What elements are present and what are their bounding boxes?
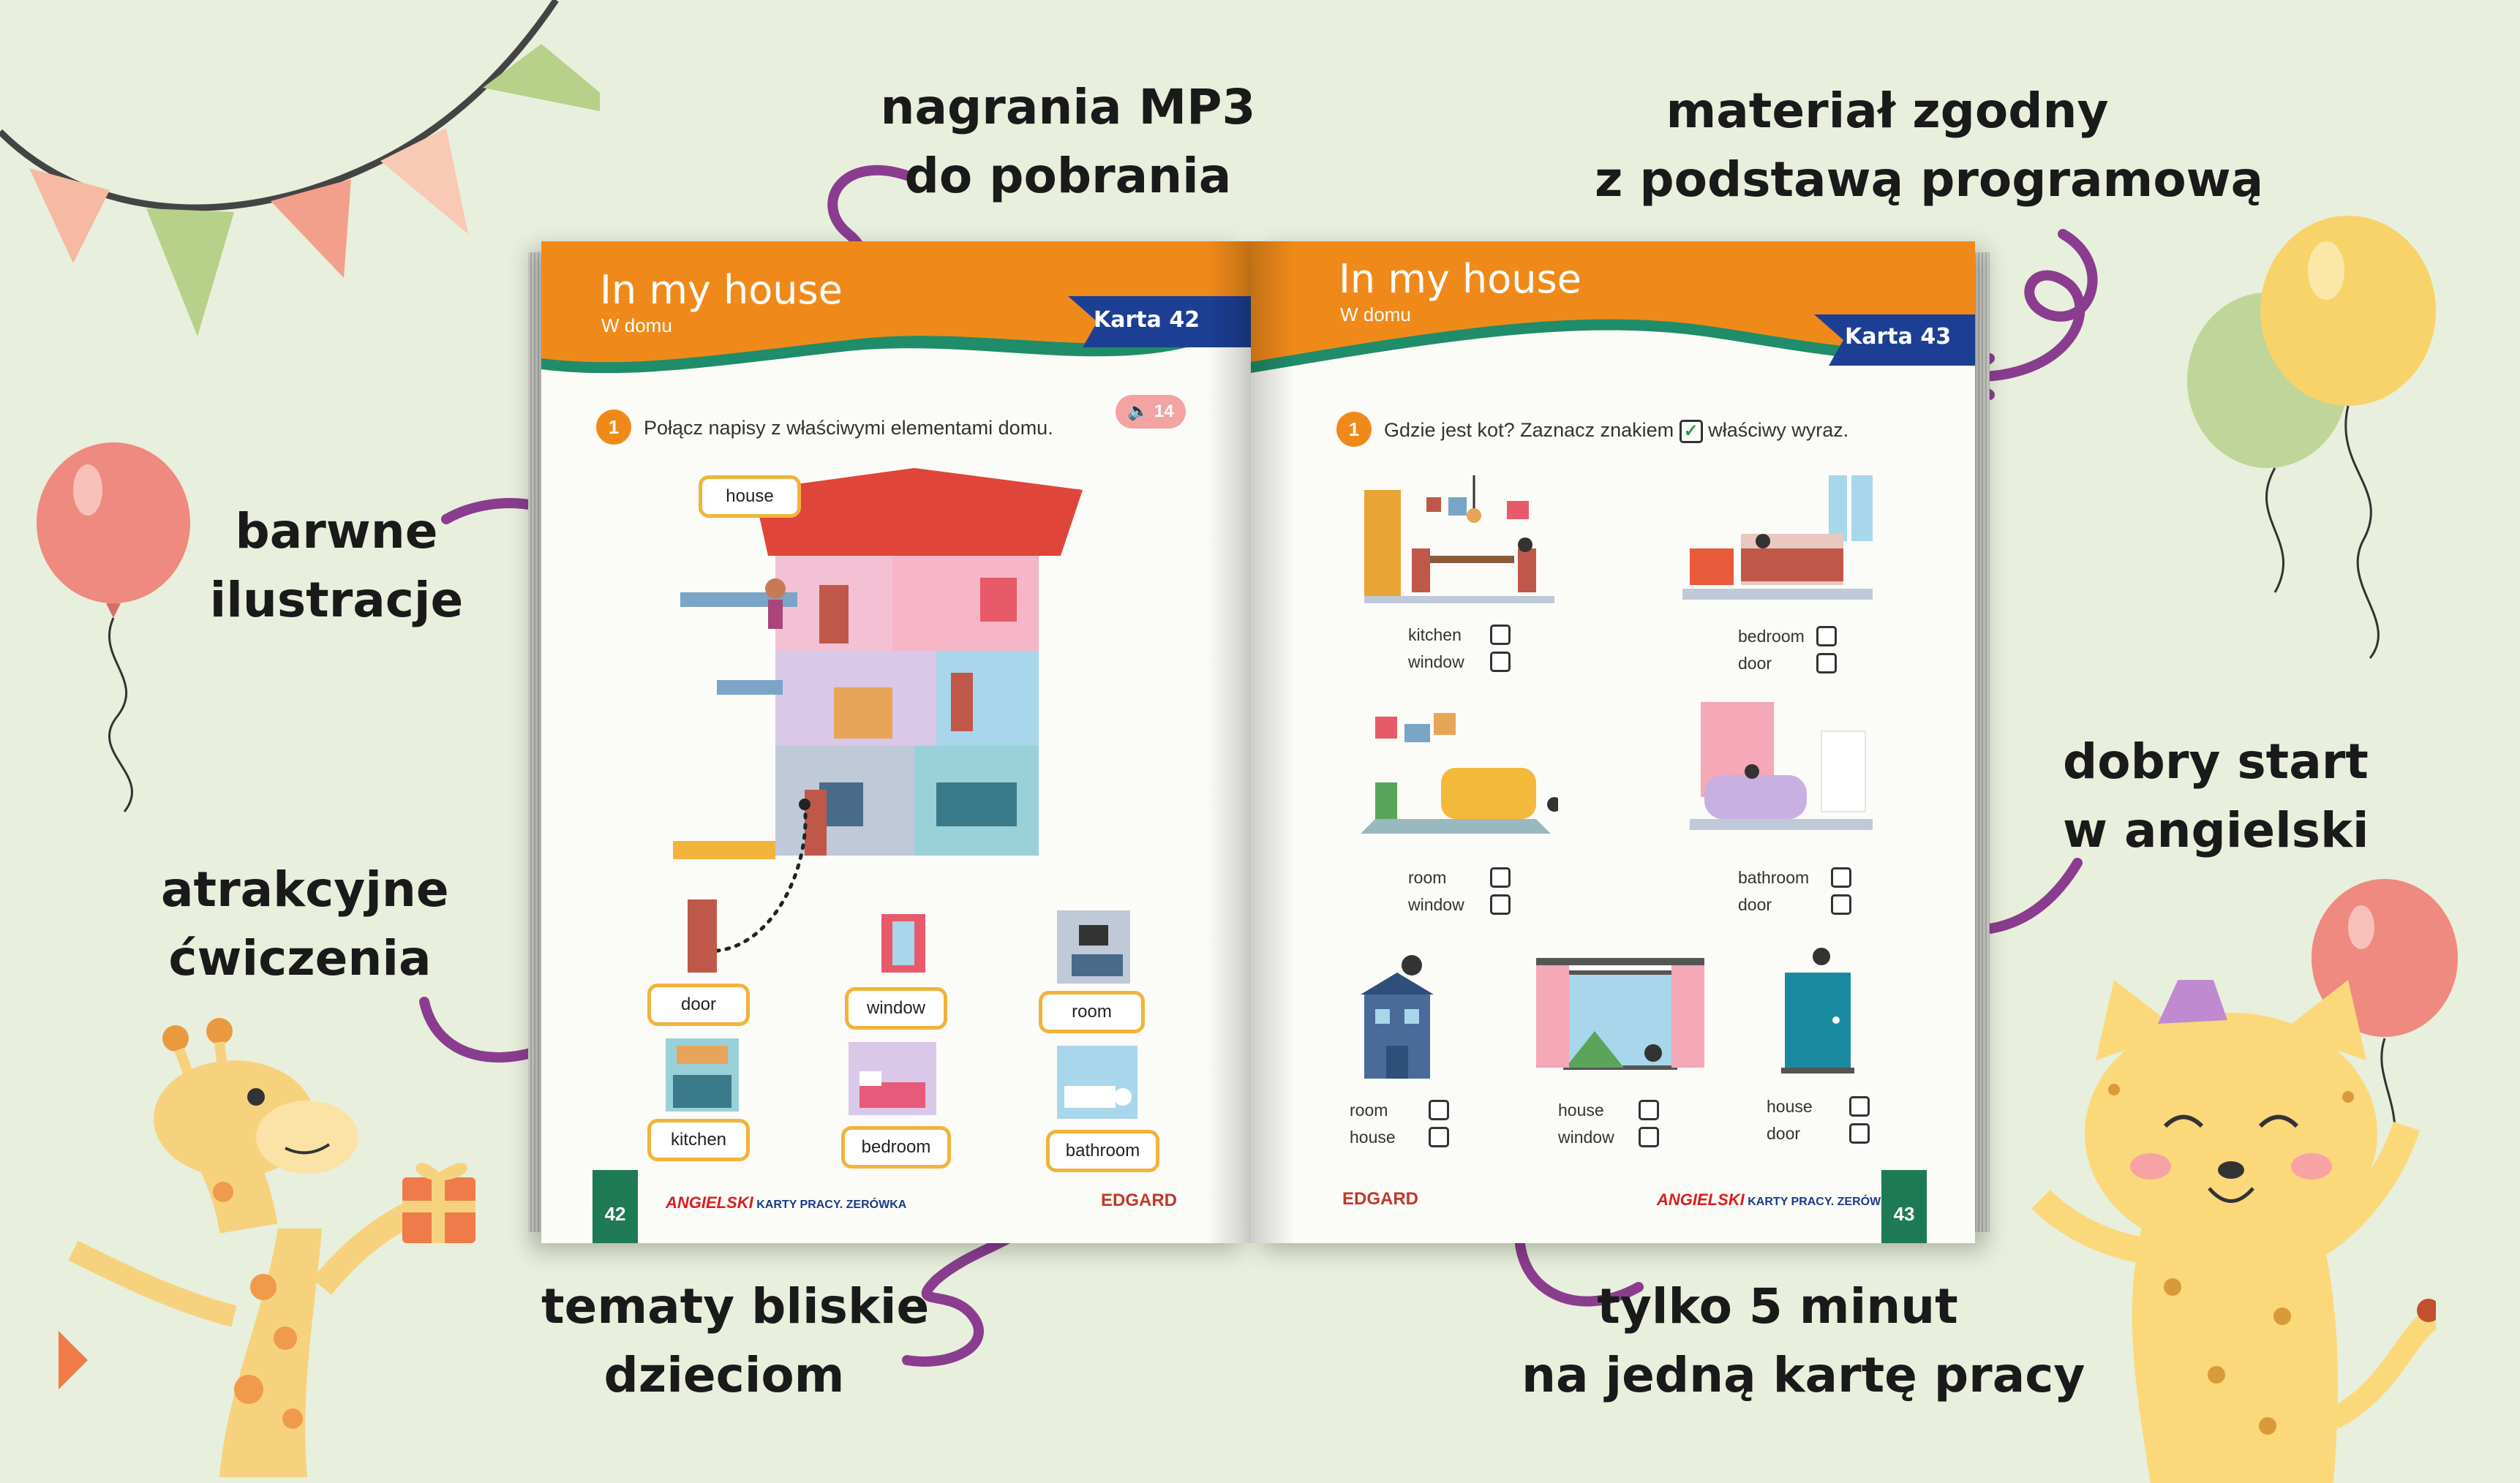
caption-exercises: atrakcyjne ćwiczenia <box>161 861 449 986</box>
card-number: Karta 43 <box>1845 324 1952 350</box>
label-room[interactable]: room <box>1039 991 1145 1033</box>
option-word: house <box>1558 1101 1604 1120</box>
caption-mp3: nagrania MP3 do pobrania <box>880 79 1256 204</box>
bedroom-scene-picture <box>1682 475 1873 600</box>
room-picture <box>1057 910 1130 984</box>
page-title: In my house <box>600 267 843 313</box>
caption-minutes: tylko 5 minut na jedną kartę pracy <box>1522 1278 2085 1403</box>
option-word: window <box>1408 652 1464 671</box>
page-subtitle: W domu <box>601 314 672 336</box>
page-header-band <box>1251 241 1975 373</box>
page-title: In my house <box>1339 256 1581 302</box>
option-word: bedroom <box>1738 627 1805 646</box>
exercise-number: 1 <box>596 410 631 445</box>
page-number: 42 <box>593 1170 638 1243</box>
footer-series: ANGIELSKI KARTY PRACY. ZERÓWKA <box>666 1193 907 1212</box>
option-word: window <box>1558 1128 1614 1147</box>
window-scene-picture <box>1536 958 1704 1070</box>
bunting-garland <box>0 0 600 336</box>
house-scene-picture <box>1361 955 1434 1079</box>
giraffe-illustration <box>59 1018 475 1477</box>
page-header-band <box>541 241 1251 374</box>
option-checkbox[interactable] <box>1816 653 1837 673</box>
checkmark-icon: ✓ <box>1679 420 1703 443</box>
audio-track-badge[interactable]: 🔈 14 <box>1116 395 1186 429</box>
exercise-number: 1 <box>1336 412 1372 447</box>
book-page-edges-left <box>528 252 544 1232</box>
option-word: door <box>1738 895 1772 914</box>
door-scene-picture <box>1781 948 1854 1073</box>
connection-line <box>700 799 810 953</box>
bathroom-picture <box>1057 1046 1137 1119</box>
exercise-instruction: Połącz napisy z właściwymi elementami do… <box>644 417 1053 439</box>
exercise-instruction: Gdzie jest kot? Zaznacz znakiem ✓ właści… <box>1384 419 1848 443</box>
page-subtitle: W domu <box>1340 303 1411 325</box>
living-room-scene-picture <box>1361 713 1558 834</box>
speaker-icon: 🔈 <box>1127 401 1150 421</box>
workbook-page-right: In my house W domu Karta 43 1 Gdzie jest… <box>1251 241 1975 1243</box>
leopard-illustration <box>2031 980 2436 1483</box>
option-checkbox[interactable] <box>1849 1123 1870 1144</box>
page-number: 43 <box>1881 1170 1927 1243</box>
door-picture <box>688 899 717 973</box>
book-spine-shadow <box>1207 241 1295 1243</box>
caption-curriculum: materiał zgodny z podstawą programową <box>1595 83 2264 208</box>
caption-topics: tematy bliskie dzieciom <box>541 1278 930 1403</box>
card-number: Karta 42 <box>1094 307 1200 333</box>
label-kitchen[interactable]: kitchen <box>647 1119 750 1161</box>
book-page-edges-right <box>1972 252 1990 1232</box>
option-checkbox[interactable] <box>1639 1100 1659 1120</box>
option-word: kitchen <box>1408 625 1462 644</box>
option-word: door <box>1767 1124 1801 1143</box>
bunting-flag <box>483 44 600 111</box>
window-picture <box>881 914 925 973</box>
bunting-flag <box>380 128 468 234</box>
option-word: bathroom <box>1738 868 1810 887</box>
bunting-flag <box>271 179 351 278</box>
red-balloon-left <box>37 442 190 812</box>
label-house[interactable]: house <box>699 475 801 518</box>
option-checkbox[interactable] <box>1831 894 1851 915</box>
option-word: room <box>1408 868 1447 887</box>
bathroom-scene-picture <box>1690 702 1873 830</box>
label-window[interactable]: window <box>845 987 947 1030</box>
house-illustration <box>673 468 1083 859</box>
option-checkbox[interactable] <box>1816 626 1837 646</box>
balloon-pair-right <box>2187 216 2436 659</box>
caption-start: dobry start w angielski <box>2063 733 2369 859</box>
label-door[interactable]: door <box>647 984 750 1026</box>
workbook-page-left: In my house W domu Karta 42 1 Połącz nap… <box>541 241 1251 1243</box>
bedroom-picture <box>849 1042 936 1115</box>
option-checkbox[interactable] <box>1490 894 1511 915</box>
option-checkbox[interactable] <box>1490 624 1511 645</box>
kitchen-scene-picture <box>1364 475 1554 603</box>
caption-illustrations: barwne ilustracje <box>209 503 464 628</box>
label-bathroom[interactable]: bathroom <box>1046 1130 1159 1172</box>
option-checkbox[interactable] <box>1490 867 1511 888</box>
option-word: house <box>1350 1128 1396 1147</box>
bunting-flag <box>29 168 110 263</box>
option-checkbox[interactable] <box>1849 1096 1870 1117</box>
option-checkbox[interactable] <box>1490 652 1511 672</box>
publisher-logo: EDGARD <box>1101 1190 1178 1210</box>
option-checkbox[interactable] <box>1639 1127 1659 1147</box>
option-word: house <box>1767 1097 1813 1116</box>
label-bedroom[interactable]: bedroom <box>841 1126 951 1169</box>
option-checkbox[interactable] <box>1429 1127 1449 1147</box>
option-checkbox[interactable] <box>1831 867 1851 888</box>
option-word: window <box>1408 895 1464 914</box>
publisher-logo: EDGARD <box>1342 1189 1419 1209</box>
option-word: door <box>1738 654 1772 673</box>
option-checkbox[interactable] <box>1429 1100 1449 1120</box>
footer-series: ANGIELSKI KARTY PRACY. ZERÓWKA <box>1657 1190 1898 1209</box>
kitchen-picture <box>666 1038 739 1112</box>
bunting-flag <box>146 208 234 336</box>
option-word: room <box>1350 1101 1388 1120</box>
